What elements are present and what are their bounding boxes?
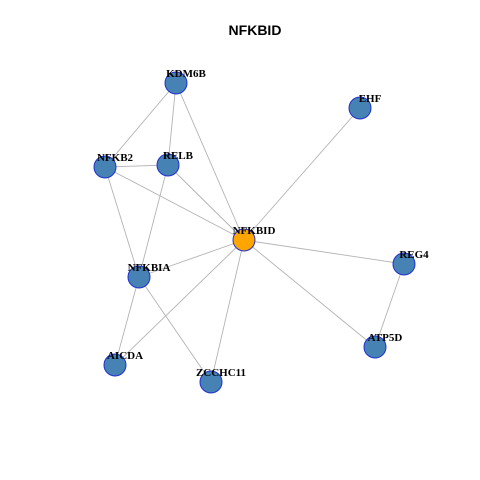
diagram-title: NFKBID bbox=[229, 22, 282, 38]
node-label-nfkbia: NFKBIA bbox=[128, 262, 171, 274]
node-circle-zcchc11 bbox=[199, 370, 223, 394]
node-relb: RELB bbox=[156, 150, 194, 177]
edge-kdm6b-nfkbid bbox=[175, 82, 245, 241]
node-label-reg4: REG4 bbox=[399, 249, 429, 261]
edge-nfkbia-zcchc11 bbox=[138, 276, 212, 383]
node-circle-ehf bbox=[348, 96, 372, 120]
node-circle-aicda bbox=[103, 353, 127, 377]
node-circle-nfkbid bbox=[232, 228, 256, 252]
edge-nfkbia-aicda bbox=[114, 276, 140, 366]
edge-relb-nfkbia bbox=[138, 164, 169, 278]
edge-layer bbox=[104, 82, 405, 383]
node-label-relb: RELB bbox=[163, 150, 194, 162]
edge-nfkbid-aicda bbox=[114, 239, 245, 366]
node-nfkbid: NFKBID bbox=[232, 225, 276, 252]
node-label-atp5d: ATP5D bbox=[368, 332, 403, 344]
node-label-nfkb2: NFKB2 bbox=[97, 152, 134, 164]
edge-nfkbid-nfkbia bbox=[138, 239, 245, 278]
node-reg4: REG4 bbox=[392, 249, 429, 276]
node-zcchc11: ZCCHC11 bbox=[196, 367, 246, 394]
edge-nfkb2-nfkbid bbox=[104, 166, 245, 241]
node-circle-kdm6b bbox=[164, 71, 188, 95]
node-label-aicda: AICDA bbox=[107, 350, 143, 362]
node-label-ehf: EHF bbox=[359, 93, 382, 105]
node-atp5d: ATP5D bbox=[363, 332, 403, 359]
edge-nfkbid-atp5d bbox=[243, 239, 376, 348]
node-circle-reg4 bbox=[392, 252, 416, 276]
edge-kdm6b-nfkb2 bbox=[104, 82, 177, 168]
node-ehf: EHF bbox=[348, 93, 382, 120]
edge-nfkbid-zcchc11 bbox=[210, 239, 245, 383]
edge-ehf-nfkbid bbox=[243, 107, 361, 241]
edge-reg4-atp5d bbox=[374, 263, 405, 348]
node-circle-atp5d bbox=[363, 335, 387, 359]
node-nfkb2: NFKB2 bbox=[93, 152, 134, 179]
node-label-kdm6b: KDM6B bbox=[166, 68, 206, 80]
node-circle-relb bbox=[156, 153, 180, 177]
node-circle-nfkbia bbox=[127, 265, 151, 289]
edge-nfkbid-reg4 bbox=[243, 239, 405, 265]
edge-relb-nfkbid bbox=[167, 164, 245, 241]
node-nfkbia: NFKBIA bbox=[127, 262, 171, 289]
node-label-zcchc11: ZCCHC11 bbox=[196, 367, 246, 379]
edge-nfkb2-nfkbia bbox=[104, 166, 140, 278]
node-kdm6b: KDM6B bbox=[164, 68, 207, 95]
node-aicda: AICDA bbox=[103, 350, 143, 377]
node-label-nfkbid: NFKBID bbox=[233, 225, 276, 237]
edge-kdm6b-relb bbox=[167, 82, 177, 166]
node-circle-nfkb2 bbox=[93, 155, 117, 179]
